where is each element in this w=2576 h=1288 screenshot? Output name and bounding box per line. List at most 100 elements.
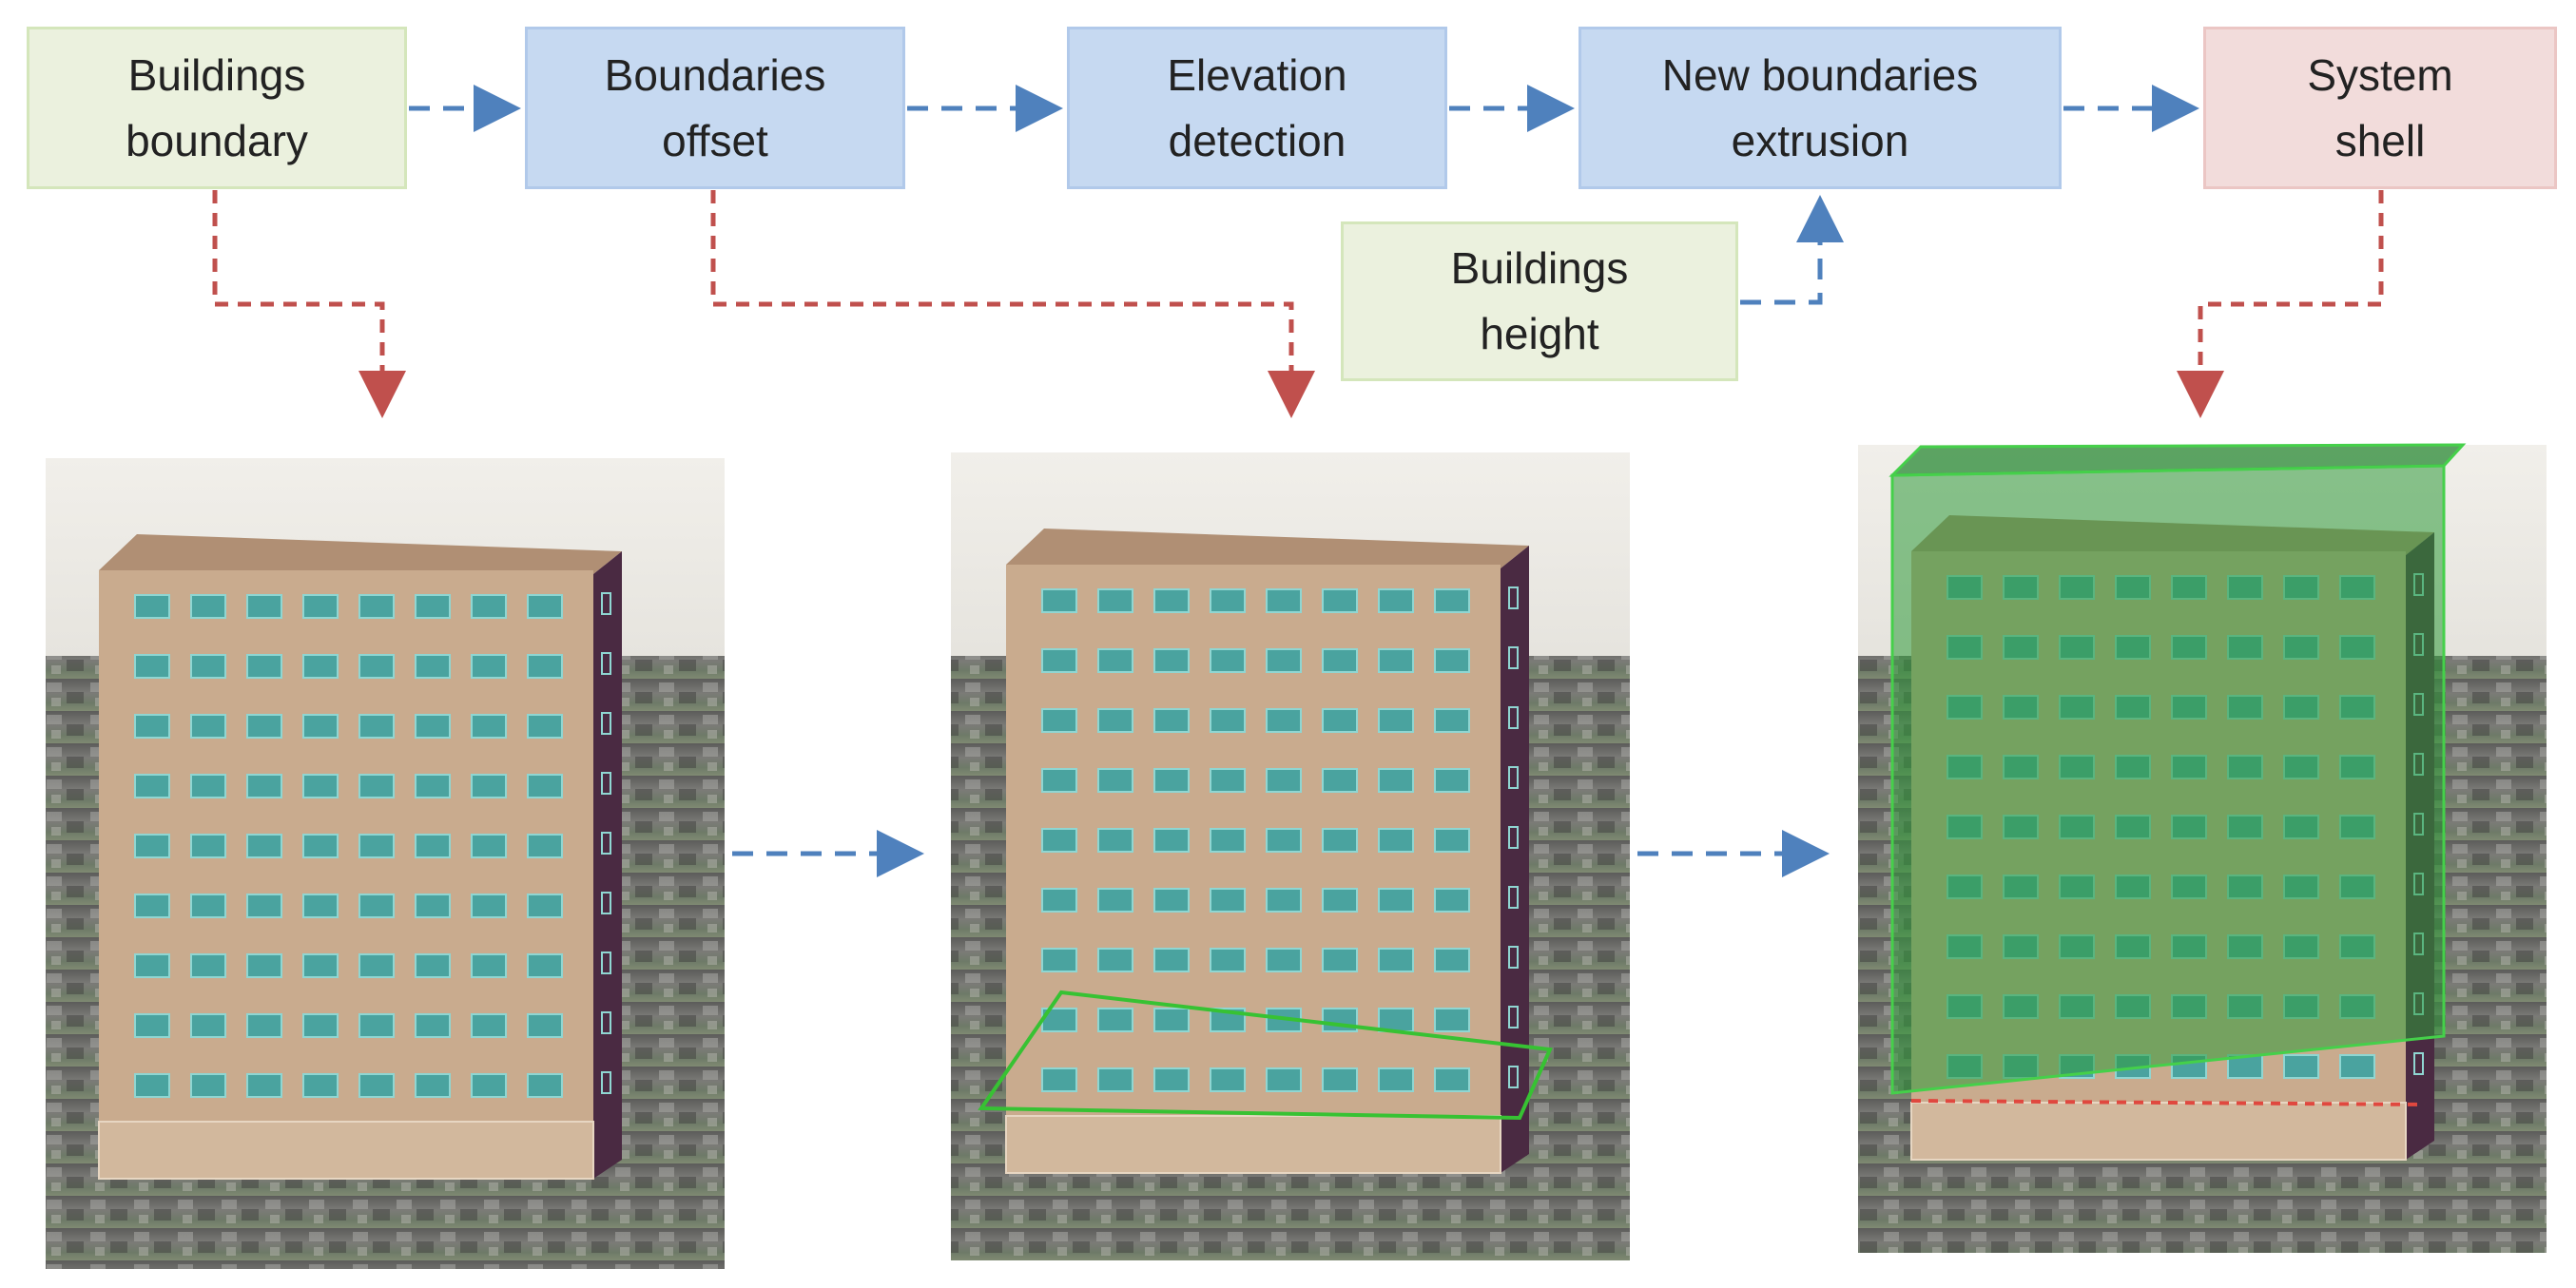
window bbox=[415, 834, 451, 858]
window bbox=[302, 834, 339, 858]
window bbox=[1434, 888, 1470, 913]
side-window bbox=[1508, 826, 1519, 849]
panel-1 bbox=[46, 458, 725, 1269]
window bbox=[471, 774, 507, 798]
window bbox=[134, 1073, 170, 1098]
window bbox=[1041, 1067, 1077, 1092]
window bbox=[246, 654, 282, 679]
window bbox=[471, 953, 507, 978]
window bbox=[1266, 1067, 1302, 1092]
window bbox=[1041, 828, 1077, 853]
window bbox=[1434, 1008, 1470, 1032]
window bbox=[1210, 768, 1246, 793]
side-window bbox=[601, 832, 611, 855]
window bbox=[1210, 588, 1246, 613]
window bbox=[1266, 588, 1302, 613]
window bbox=[471, 1013, 507, 1038]
system-shell-box: System shell bbox=[2203, 27, 2557, 189]
window bbox=[1266, 708, 1302, 733]
window bbox=[134, 894, 170, 918]
window bbox=[471, 894, 507, 918]
window bbox=[302, 894, 339, 918]
window bbox=[1041, 588, 1077, 613]
system-shell-volume bbox=[1890, 464, 2446, 1095]
panel-2 bbox=[951, 452, 1630, 1260]
window bbox=[1210, 648, 1246, 673]
elevation-detection-label: Elevation detection bbox=[1167, 49, 1347, 165]
window bbox=[527, 774, 563, 798]
window bbox=[190, 894, 226, 918]
window bbox=[1378, 948, 1414, 972]
window bbox=[1153, 888, 1190, 913]
window bbox=[1210, 708, 1246, 733]
window bbox=[134, 714, 170, 739]
facade bbox=[99, 570, 593, 1122]
buildings-height-label: Buildings height bbox=[1450, 243, 1629, 358]
window bbox=[415, 594, 451, 619]
window bbox=[415, 1073, 451, 1098]
window bbox=[1378, 828, 1414, 853]
window bbox=[1210, 828, 1246, 853]
window bbox=[1322, 588, 1358, 613]
arrow-height-to-extrusion bbox=[1740, 195, 1844, 305]
window bbox=[471, 594, 507, 619]
flow-arrows-top bbox=[409, 85, 2199, 305]
window bbox=[358, 894, 395, 918]
window bbox=[1434, 708, 1470, 733]
window bbox=[1210, 1067, 1246, 1092]
window bbox=[358, 834, 395, 858]
window bbox=[246, 953, 282, 978]
side-window bbox=[2413, 1052, 2424, 1075]
window bbox=[471, 714, 507, 739]
window bbox=[1434, 828, 1470, 853]
window bbox=[302, 953, 339, 978]
window bbox=[358, 714, 395, 739]
window bbox=[527, 1013, 563, 1038]
window bbox=[1153, 708, 1190, 733]
window bbox=[358, 774, 395, 798]
window bbox=[246, 774, 282, 798]
side-window bbox=[1508, 946, 1519, 969]
buildings-boundary-box: Buildings boundary bbox=[27, 27, 407, 189]
window bbox=[1378, 768, 1414, 793]
window bbox=[358, 1013, 395, 1038]
side-window bbox=[1508, 706, 1519, 729]
window bbox=[1322, 1067, 1358, 1092]
window bbox=[190, 1013, 226, 1038]
window bbox=[1322, 888, 1358, 913]
ground-floor bbox=[98, 1121, 594, 1180]
window bbox=[1378, 1067, 1414, 1092]
window bbox=[358, 594, 395, 619]
window bbox=[471, 834, 507, 858]
window bbox=[1434, 948, 1470, 972]
side-window bbox=[1508, 886, 1519, 909]
side-window bbox=[1508, 586, 1519, 609]
window bbox=[527, 714, 563, 739]
window bbox=[1322, 708, 1358, 733]
window bbox=[1153, 768, 1190, 793]
window bbox=[190, 654, 226, 679]
side-wall bbox=[593, 551, 622, 1179]
window bbox=[302, 594, 339, 619]
ground-line bbox=[1910, 1099, 2426, 1106]
window bbox=[527, 953, 563, 978]
window bbox=[134, 1013, 170, 1038]
link-boundary-to-model bbox=[212, 190, 406, 418]
link-arrows bbox=[212, 190, 2384, 418]
window bbox=[302, 1073, 339, 1098]
window bbox=[471, 654, 507, 679]
side-window bbox=[1508, 766, 1519, 789]
side-window bbox=[601, 592, 611, 615]
window bbox=[415, 654, 451, 679]
window bbox=[1266, 648, 1302, 673]
elevation-detection-box: Elevation detection bbox=[1067, 27, 1447, 189]
window bbox=[415, 774, 451, 798]
window bbox=[1434, 768, 1470, 793]
window bbox=[1097, 948, 1133, 972]
window bbox=[1097, 768, 1133, 793]
ground-floor bbox=[1910, 1102, 2407, 1161]
side-window bbox=[601, 892, 611, 914]
window bbox=[1041, 648, 1077, 673]
window bbox=[246, 714, 282, 739]
window bbox=[415, 1013, 451, 1038]
